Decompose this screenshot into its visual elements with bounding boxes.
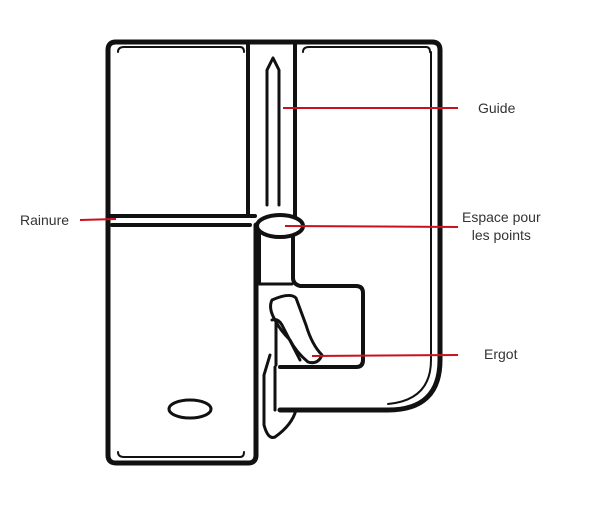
espace-leader [284, 225, 459, 228]
label-espace-line2: les points [471, 227, 531, 243]
label-espace: Espace pour les points [462, 208, 541, 244]
rainure-leader [79, 218, 117, 221]
right-panel-inner [387, 51, 432, 405]
left-upper-inner [117, 46, 245, 53]
right-upper-inner [302, 46, 431, 53]
screw-hole [167, 398, 213, 420]
label-rainure: Rainure [20, 212, 70, 228]
guide-slot [265, 56, 281, 207]
foot-outline [105, 39, 443, 466]
lower-channel [257, 233, 365, 369]
label-guide: Guide [478, 100, 516, 116]
label-ergot: Ergot [484, 346, 518, 362]
label-espace-line1: Espace pour [462, 209, 541, 225]
ergot-lower [262, 353, 298, 439]
left-upper-panel [106, 43, 257, 218]
left-lower-inner [117, 451, 245, 458]
ergot-leader [311, 354, 459, 357]
